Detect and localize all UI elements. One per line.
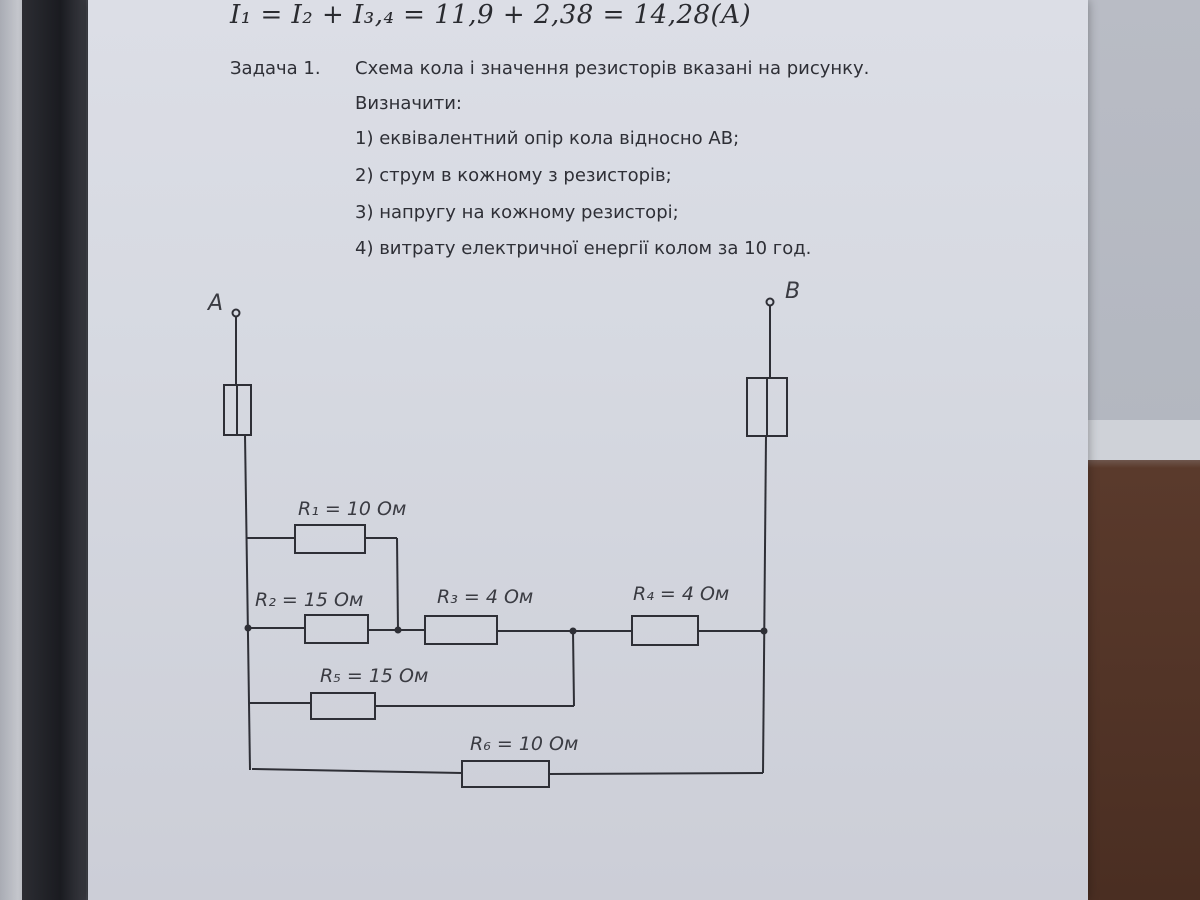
- resistor-r6-label: R₆ = 10 Ом: [470, 733, 578, 755]
- wire-r6-right: [548, 772, 764, 775]
- resistor-r3-label: R₃ = 4 Ом: [437, 586, 533, 608]
- paper-sheet: [88, 0, 1088, 900]
- task-item-1: 1) еквівалентний опір кола відносно АВ;: [355, 128, 740, 149]
- task-determine: Визначити:: [355, 93, 462, 114]
- resistor-r4-label: R₄ = 4 Ом: [633, 583, 729, 605]
- resistor-r5-label: R₅ = 15 Ом: [320, 665, 428, 687]
- wire-right-rail: [762, 435, 767, 774]
- junction-dot: [394, 626, 402, 634]
- terminal-a-node: [231, 308, 241, 318]
- resistor-r1: [294, 524, 366, 554]
- wire-left-rail: [244, 434, 251, 771]
- resistor-r1-label: R₁ = 10 Ом: [298, 498, 406, 520]
- task-item-3: 3) напругу на кожному резисторі;: [355, 202, 679, 223]
- binder-edge: [22, 0, 86, 900]
- resistor-r5: [310, 692, 376, 720]
- resistor-r2: [304, 614, 369, 644]
- background-shelf: [1085, 420, 1200, 460]
- task-item-2: 2) струм в кожному з резисторів;: [355, 165, 672, 186]
- task-item-4: 4) витрату електричної енергії колом за …: [355, 238, 812, 259]
- resistor-r3: [424, 615, 498, 645]
- current-formula: I₁ = I₂ + I₃,₄ = 11,9 + 2,38 = 14,28(A): [230, 0, 752, 30]
- junction-dot: [760, 627, 768, 635]
- wire-r6-left: [251, 768, 463, 774]
- terminal-b-node: [765, 297, 775, 307]
- terminal-a-label: A: [206, 291, 223, 316]
- junction-dot: [569, 627, 577, 635]
- task-label: Задача 1.: [230, 58, 321, 79]
- junction-dot: [244, 624, 252, 632]
- resistor-r6: [461, 760, 550, 788]
- resistor-r4: [631, 615, 699, 646]
- resistor-r2-label: R₂ = 15 Ом: [255, 589, 363, 611]
- terminal-b-label: B: [785, 279, 800, 304]
- task-statement: Схема кола і значення резисторів вказані…: [355, 58, 870, 79]
- wire-r1-drop: [396, 537, 399, 631]
- wire-r5-rise: [572, 630, 575, 707]
